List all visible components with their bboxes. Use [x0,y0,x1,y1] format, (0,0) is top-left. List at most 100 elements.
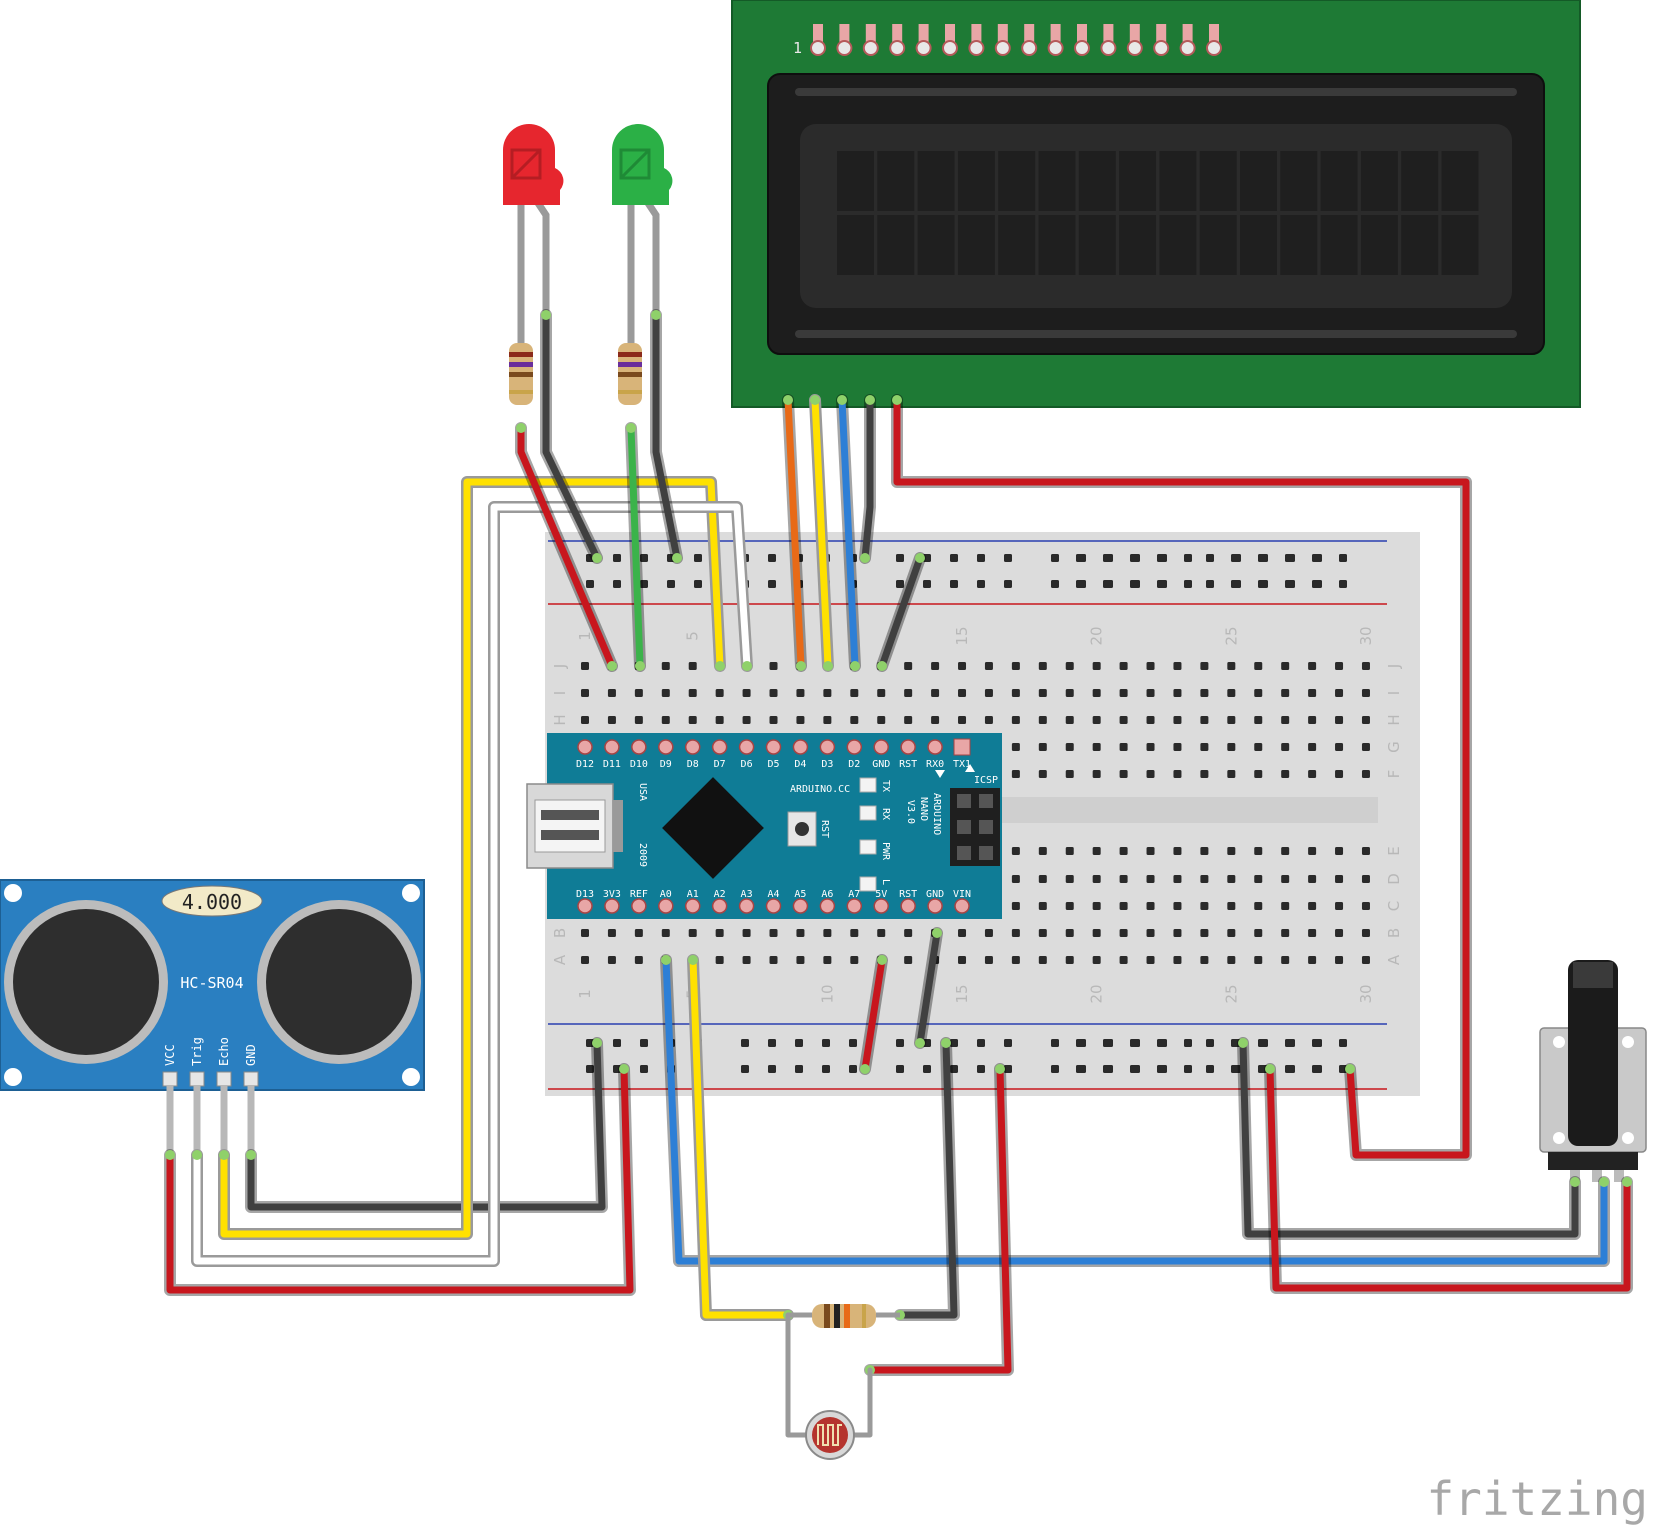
breadboard-hole[interactable] [1103,1065,1111,1073]
breadboard-hole[interactable] [1092,743,1101,751]
breadboard-hole[interactable] [849,1039,857,1047]
lcd-pin[interactable] [945,24,955,52]
breadboard-hole[interactable] [1119,902,1128,910]
wire-green[interactable] [627,424,644,670]
breadboard-hole[interactable] [613,1065,621,1073]
breadboard-hole[interactable] [1092,689,1101,697]
breadboard-hole[interactable] [1227,743,1236,751]
breadboard-hole[interactable] [1119,716,1128,724]
sensor-pin[interactable] [216,1071,232,1087]
breadboard-hole[interactable] [1051,1039,1059,1047]
breadboard-hole[interactable] [950,554,958,562]
breadboard-hole[interactable] [688,929,697,937]
nano-top-pin-pad[interactable] [658,739,674,755]
breadboard-hole[interactable] [1254,902,1263,910]
breadboard-hole[interactable] [581,662,589,670]
breadboard-hole[interactable] [1011,929,1020,937]
breadboard-hole[interactable] [1308,902,1317,910]
breadboard-hole[interactable] [1281,689,1290,697]
wire-black[interactable] [861,396,874,562]
lcd-pin[interactable] [813,24,823,52]
breadboard-hole[interactable] [613,580,621,588]
breadboard-hole[interactable] [607,689,616,697]
breadboard-hole[interactable] [1335,875,1344,883]
lcd-pin[interactable] [1024,24,1035,52]
breadboard-hole[interactable] [1200,689,1209,697]
breadboard-hole[interactable] [1281,875,1290,883]
wire-red[interactable] [517,424,616,670]
breadboard-hole[interactable] [1011,770,1020,778]
breadboard-hole[interactable] [1227,770,1236,778]
breadboard-hole[interactable] [634,929,643,937]
breadboard-hole[interactable] [1173,743,1182,751]
breadboard-hole[interactable] [1146,689,1155,697]
wire-red[interactable] [166,1065,634,1294]
breadboard-hole[interactable] [1173,902,1182,910]
nano-bottom-pin-pad[interactable] [846,898,863,914]
breadboard-hole[interactable] [1281,743,1290,751]
breadboard-hole[interactable] [768,554,776,562]
breadboard-hole[interactable] [1339,580,1347,588]
breadboard-hole[interactable] [923,1065,931,1073]
breadboard-hole[interactable] [1254,743,1263,751]
breadboard-hole[interactable] [1361,662,1370,670]
breadboard-hole[interactable] [1011,956,1020,964]
breadboard-hole[interactable] [1038,770,1047,778]
lcd-pin[interactable] [839,24,850,52]
breadboard-hole[interactable] [1308,716,1317,724]
breadboard-hole[interactable] [661,689,670,697]
breadboard-hole[interactable] [1254,929,1263,937]
nano-bottom-pin-pad[interactable] [792,898,809,914]
breadboard-hole[interactable] [1038,662,1047,670]
breadboard-hole[interactable] [1119,662,1128,670]
breadboard-hole[interactable] [1065,847,1074,855]
breadboard-hole[interactable] [1227,902,1236,910]
breadboard-hole[interactable] [769,662,778,670]
nano-bottom-pin-pad[interactable] [900,898,916,914]
breadboard-hole[interactable] [795,1039,803,1047]
breadboard-hole[interactable] [823,716,832,724]
breadboard-hole[interactable] [688,662,697,670]
breadboard-hole[interactable] [1200,770,1209,778]
wire-blue[interactable] [838,396,859,670]
breadboard-hole[interactable] [896,1065,904,1073]
wire-black[interactable] [542,311,601,562]
lcd-pin[interactable] [1103,24,1114,52]
breadboard-hole[interactable] [1065,929,1074,937]
breadboard-hole[interactable] [850,716,859,724]
breadboard-hole[interactable] [1200,929,1209,937]
breadboard-hole[interactable] [640,580,648,588]
breadboard-hole[interactable] [1184,1039,1192,1047]
breadboard-hole[interactable] [1130,580,1138,588]
lcd-pin[interactable] [1050,24,1061,52]
breadboard-hole[interactable] [1254,662,1263,670]
breadboard-hole[interactable] [1361,689,1370,697]
breadboard-hole[interactable] [1004,554,1012,562]
breadboard-hole[interactable] [1092,875,1101,883]
breadboard-hole[interactable] [613,554,621,562]
breadboard-hole[interactable] [1146,902,1155,910]
breadboard-hole[interactable] [1004,1039,1012,1047]
breadboard-hole[interactable] [1200,847,1209,855]
breadboard-hole[interactable] [715,716,724,724]
breadboard-hole[interactable] [607,929,616,937]
breadboard-hole[interactable] [1038,902,1047,910]
breadboard-hole[interactable] [768,580,776,588]
breadboard-hole[interactable] [769,716,778,724]
breadboard-hole[interactable] [586,554,594,562]
breadboard-hole[interactable] [896,580,904,588]
wire-black[interactable] [652,311,681,562]
breadboard-hole[interactable] [1227,875,1236,883]
breadboard-hole[interactable] [1308,770,1317,778]
lcd-pin[interactable] [1209,24,1219,52]
breadboard-hole[interactable] [1146,929,1155,937]
nano-top-pin-pad[interactable] [765,739,782,755]
breadboard-hole[interactable] [1308,875,1317,883]
breadboard-hole[interactable] [1335,716,1344,724]
breadboard-hole[interactable] [607,956,616,964]
sensor-pin[interactable] [243,1071,259,1087]
wire-blue[interactable] [662,956,1608,1265]
breadboard-hole[interactable] [1285,580,1293,588]
breadboard-hole[interactable] [1173,689,1182,697]
breadboard-hole[interactable] [1312,1039,1320,1047]
